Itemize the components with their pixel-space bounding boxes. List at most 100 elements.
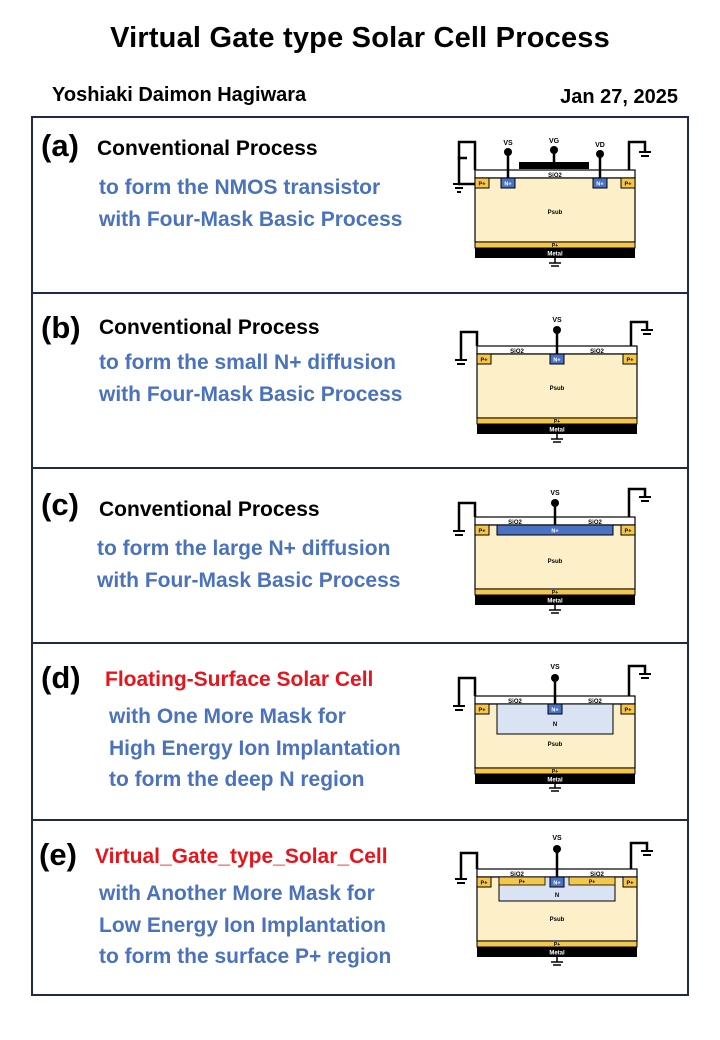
- panel-b: (b) Conventional Process to form the sma…: [33, 294, 687, 469]
- panel-e: (e) Virtual_Gate_type_Solar_Cell with An…: [33, 821, 687, 994]
- panels-frame: (a) Conventional Process to form the NMO…: [31, 116, 689, 996]
- terminal-label: VS: [552, 317, 562, 324]
- ground-wire: [629, 320, 649, 346]
- oxide-label: SiO2: [508, 520, 522, 526]
- nmos-cross-section-diagram: SiO2 Psub P+ N+ N+ P+ VS VG VD: [453, 138, 651, 267]
- region-label: P+: [627, 881, 634, 887]
- description-line: with Four-Mask Basic Process: [99, 382, 403, 406]
- large-n-plus-cross-section-diagram: SiO2 SiO2 Psub P+ N+ P+ VS P+ Metal: [453, 487, 651, 614]
- description-line: with Another More Mask for: [99, 882, 375, 905]
- panel-heading: Floating-Surface Solar Cell: [105, 668, 374, 691]
- terminal-label: VS: [552, 835, 562, 842]
- p-plus-region: [622, 353, 638, 365]
- deep-region-label: N: [553, 722, 557, 728]
- description-line: Low Energy Ion Implantation: [99, 913, 387, 937]
- oxide-label: SiO2: [588, 520, 602, 526]
- oxide-label: SiO2: [510, 349, 524, 355]
- description-line: with Four-Mask Basic Process: [99, 207, 403, 231]
- terminal-label: VD: [595, 142, 605, 149]
- terminal-dot: [553, 845, 561, 853]
- region-label: P+: [627, 358, 634, 364]
- ground-wire: [459, 330, 479, 360]
- substrate-label: Psub: [550, 386, 565, 392]
- surface-p-plus-region: [498, 876, 546, 886]
- terminal-dot: [551, 499, 559, 507]
- back-layer-label: P+: [554, 942, 560, 948]
- p-plus-region: [620, 524, 636, 536]
- region-label: P+: [625, 182, 632, 188]
- panel-a: (a) Conventional Process to form the NMO…: [33, 118, 687, 294]
- region-label: P+: [625, 708, 632, 714]
- ground-wire: [627, 487, 647, 517]
- terminal-label: VS: [550, 664, 560, 671]
- metal-layer: [475, 248, 635, 258]
- description-line: to form the NMOS transistor: [99, 176, 381, 199]
- metal-label: Metal: [549, 951, 565, 957]
- metal-layer: [475, 595, 635, 605]
- panel-label: (e): [39, 837, 77, 872]
- oxide-label: SiO2: [590, 349, 604, 355]
- p-plus-region: [474, 177, 490, 189]
- oxide-label: SiO2: [588, 699, 602, 705]
- ground-wire: [457, 156, 475, 186]
- region-label: N+: [553, 358, 560, 364]
- ground-wire: [459, 851, 479, 879]
- panel-heading: Conventional Process: [99, 316, 320, 339]
- surface-region-label: P+: [519, 880, 525, 886]
- region-label: P+: [479, 529, 486, 535]
- panel-heading: Virtual_Gate_type_Solar_Cell: [95, 845, 388, 868]
- region-label: P+: [625, 529, 632, 535]
- substrate-label: Psub: [548, 559, 563, 565]
- panel-description: to form the large N+ diffusion with Four…: [97, 533, 400, 596]
- metal-layer: [475, 774, 635, 784]
- panel-heading: Conventional Process: [99, 498, 320, 521]
- surface-region-label: P+: [589, 880, 595, 886]
- back-layer-label: P+: [552, 243, 558, 249]
- region-label: P+: [481, 881, 488, 887]
- metal-label: Metal: [547, 599, 563, 605]
- floating-surface-cross-section-diagram: SiO2 SiO2 Psub N P+ N+ P+ VS P+ Metal: [453, 664, 651, 792]
- panel-c: (c) Conventional Process to form the lar…: [33, 469, 687, 644]
- panel-label: (a): [41, 128, 79, 163]
- page-title: Virtual Gate type Solar Cell Process: [110, 22, 610, 54]
- surface-p-plus-region: [568, 876, 616, 886]
- back-layer-label: P+: [554, 419, 560, 425]
- region-label: N+: [596, 182, 603, 188]
- ground-wire: [627, 664, 647, 696]
- virtual-gate-cross-section-diagram: SiO2 SiO2 Psub N P+ P+ P+ N+ P+ VS P+ Me…: [455, 835, 653, 966]
- region-label: P+: [481, 358, 488, 364]
- panel-label: (c): [41, 487, 79, 522]
- substrate-label: Psub: [548, 742, 563, 748]
- deep-region-label: N: [555, 893, 559, 899]
- region-label: N+: [553, 881, 560, 887]
- region-label: P+: [479, 708, 486, 714]
- p-plus-region: [474, 703, 490, 715]
- p-plus-region: [474, 524, 490, 536]
- ground-wire: [629, 841, 649, 869]
- region-label: N+: [551, 529, 558, 535]
- region-label: P+: [479, 182, 486, 188]
- p-plus-region: [476, 353, 492, 365]
- panel-description: with One More Mask for High Energy Ion I…: [109, 701, 401, 796]
- oxide-label: SiO2: [510, 872, 524, 878]
- description-line: to form the deep N region: [109, 768, 365, 791]
- metal-label: Metal: [547, 778, 563, 784]
- gate-electrode: [519, 162, 589, 169]
- oxide-label: SiO2: [508, 699, 522, 705]
- terminal-dot: [551, 674, 559, 682]
- panel-description: with Another More Mask for Low Energy Io…: [99, 878, 391, 973]
- description-line: to form the small N+ diffusion: [99, 351, 396, 374]
- description-line: with Four-Mask Basic Process: [97, 568, 401, 592]
- p-plus-region: [622, 876, 638, 888]
- terminal-label: VS: [503, 140, 513, 147]
- metal-layer: [477, 424, 637, 434]
- terminal-dot: [596, 150, 604, 158]
- terminal-dot: [504, 148, 512, 156]
- description-line: with One More Mask for: [109, 705, 346, 728]
- terminal-dot: [553, 326, 561, 334]
- oxide-label: SiO2: [548, 173, 562, 179]
- small-n-plus-cross-section-diagram: SiO2 SiO2 Psub P+ N+ P+ VS P+ Metal: [455, 317, 653, 443]
- substrate: [474, 524, 636, 590]
- metal-layer: [477, 947, 637, 957]
- description-line: to form the surface P+ region: [99, 945, 392, 968]
